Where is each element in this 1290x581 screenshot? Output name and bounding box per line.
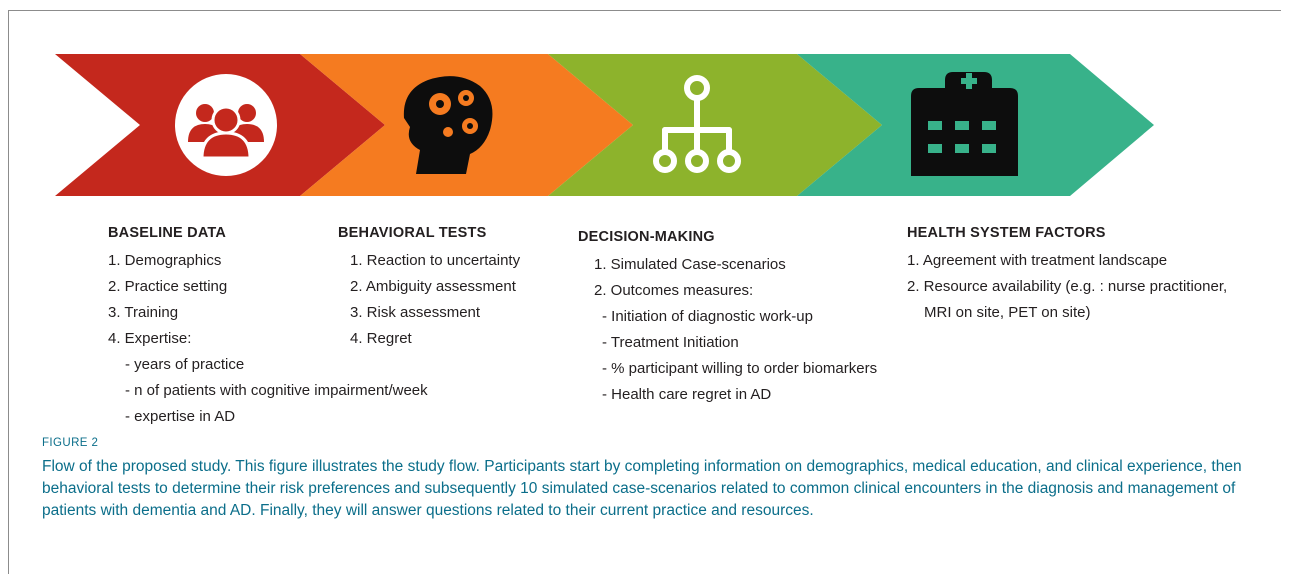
list-subitem: - Initiation of diagnostic work-up [602, 308, 813, 325]
list-item: 2. Practice setting [108, 278, 228, 295]
behavioral-tests-heading: BEHAVIORAL TESTS [338, 225, 487, 241]
list-item: 1. Demographics [108, 252, 222, 269]
figure-label: FIGURE 2 [42, 437, 99, 449]
list-item: 2. Ambiguity assessment [350, 278, 516, 295]
list-item: 2. Outcomes measures: [594, 282, 754, 299]
list-subitem: - Treatment Initiation [602, 334, 739, 351]
list-subitem: - years of practice [125, 356, 245, 373]
decision-making-heading: DECISION-MAKING [578, 229, 715, 245]
people-group-icon [175, 74, 277, 176]
list-item: MRI on site, PET on site) [924, 304, 1091, 321]
list-item: 4. Expertise: [108, 330, 192, 347]
list-item: 3. Risk assessment [350, 304, 481, 321]
list-subitem: - Health care regret in AD [602, 386, 772, 403]
list-item: 1. Simulated Case-scenarios [594, 256, 786, 273]
list-item: 1. Agreement with treatment landscape [907, 252, 1168, 269]
list-subitem: - n of patients with cognitive impairmen… [125, 382, 428, 399]
head-gears-icon [403, 76, 493, 174]
list-item: 3. Training [108, 304, 179, 321]
baseline-data-heading: BASELINE DATA [108, 225, 227, 241]
hospital-icon [911, 72, 1018, 176]
decision-arrow [548, 54, 882, 196]
health-system-factors-column: HEALTH SYSTEM FACTORS 1. Agreement with … [907, 220, 1227, 326]
figure-caption: Flow of the proposed study. This figure … [42, 458, 1242, 519]
list-item: 2. Resource availability (e.g. : nurse p… [907, 278, 1228, 295]
baseline-data-column: BASELINE DATA 1. Demographics 2. Practic… [108, 220, 428, 430]
list-subitem: - % participant willing to order biomark… [602, 360, 878, 377]
behavioral-tests-column: BEHAVIORAL TESTS 1. Reaction to uncertai… [338, 220, 520, 352]
flow-arrows [55, 54, 1154, 196]
list-item: 1. Reaction to uncertainty [350, 252, 521, 269]
decision-making-column: DECISION-MAKING 1. Simulated Case-scenar… [578, 224, 877, 408]
list-subitem: - expertise in AD [125, 408, 236, 425]
health-system-factors-heading: HEALTH SYSTEM FACTORS [907, 225, 1106, 241]
figure-frame [8, 10, 1281, 574]
decision-tree-icon [653, 75, 741, 173]
list-item: 4. Regret [350, 330, 412, 347]
